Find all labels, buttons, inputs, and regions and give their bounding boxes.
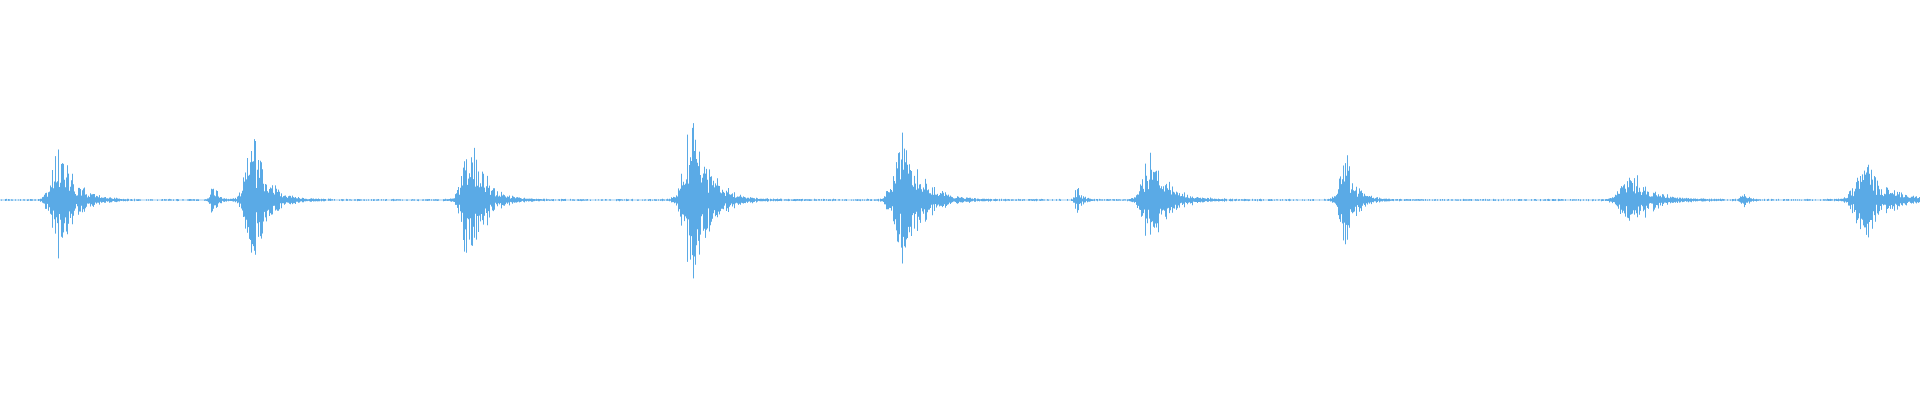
waveform-samples [1, 123, 1920, 279]
waveform-path [1, 123, 1920, 279]
